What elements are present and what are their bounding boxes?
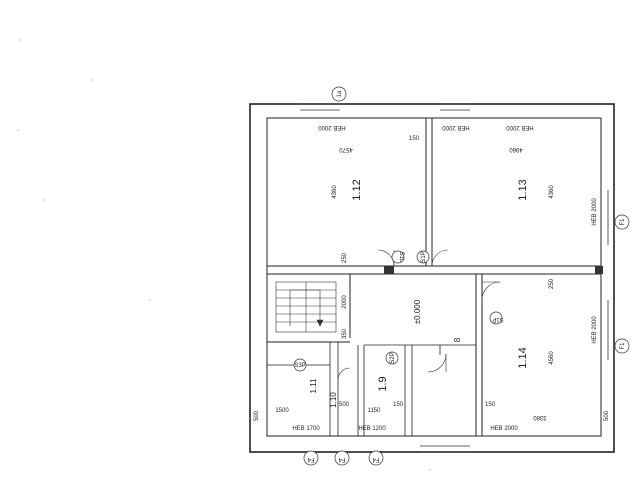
stair-number: 8: [453, 337, 462, 342]
dim-mid-150-b: 150: [485, 402, 496, 408]
beam-bottom-b: HEB 1200: [358, 426, 386, 432]
room-label-1-10: 1.10: [329, 392, 338, 408]
dim-left-1500: 1500: [275, 408, 289, 414]
beam-right-a: HEB 2000: [592, 198, 598, 226]
beam-top-b: HEB 2000: [442, 124, 470, 130]
beam-top-c: HEB 2000: [506, 124, 534, 130]
beam-labels: HEB 2000 HEB 2000 HEB 2000 HEB 2000 HEB …: [292, 124, 598, 432]
dim-top-wall-150: 150: [409, 136, 420, 142]
window-tag-f4-a: F4: [307, 456, 315, 462]
dim-right-500: 500: [604, 410, 610, 421]
axis-mark: 1a: [337, 90, 343, 97]
dim-top-right-height: 4360: [549, 185, 555, 199]
window-tag-f1-a: F1: [620, 218, 626, 226]
door-tag-s1l: S1L: [398, 252, 404, 263]
door-tag-s3p: S3P: [294, 363, 305, 369]
door-swings: [337, 249, 501, 381]
dim-bottom-right-height: 4560: [549, 351, 555, 365]
dim-mid-1150: 1150: [368, 408, 382, 414]
beam-right-b: HEB 2000: [592, 316, 598, 344]
window-markers: [303, 86, 630, 466]
dim-wall-250-a: 250: [342, 252, 348, 263]
room-label-1-11: 1.11: [309, 378, 318, 394]
beam-bottom-c: HEB 2000: [490, 426, 518, 432]
beam-top-a: HEB 2000: [318, 124, 346, 130]
dim-top-left-width: 4570: [339, 146, 353, 152]
room-labels: 1.12 1.13 1.14 1.9 1.11 1.10 ±0.000 8: [309, 179, 529, 408]
scan-specks: [17, 39, 431, 471]
dim-stair-350: 350: [342, 328, 348, 339]
window-tag-f4-b: F4: [338, 456, 346, 462]
dim-top-right-width: 4960: [509, 146, 523, 152]
beam-bottom-a: HEB 1700: [292, 426, 320, 432]
dimension-labels: 4570 4960 4360 4360 4560 3380 150 250 25…: [254, 136, 610, 421]
room-label-1-13: 1.13: [517, 179, 529, 200]
dim-left-500: 500: [254, 410, 260, 421]
window-tag-f4-c: F4: [372, 456, 380, 462]
dim-stair-2000: 2000: [342, 295, 348, 309]
door-tag-s1p-a: S1P: [421, 251, 427, 262]
level-mark: ±0.000: [413, 299, 422, 324]
room-label-1-9: 1.9: [377, 376, 389, 391]
door-tag-s2p: S2P: [390, 352, 396, 363]
door-tag-s1p-b: S1P: [492, 316, 503, 322]
room-label-1-14: 1.14: [517, 347, 529, 368]
dim-top-left-height: 4360: [332, 185, 338, 199]
dim-mid-150-a: 150: [393, 402, 404, 408]
dim-bottom-right-width: 3380: [533, 414, 547, 420]
door-markers: [293, 250, 503, 372]
tag-labels: S1L S1P S1P S2P S3P F1 F1 F4 F4 F4 1a: [294, 90, 626, 462]
window-openings: [300, 103, 615, 453]
window-tag-f1-b: F1: [620, 342, 626, 350]
staircase: [275, 281, 337, 333]
dim-corr-500: 500: [339, 402, 350, 408]
dim-wall-250-b: 250: [549, 278, 555, 289]
room-label-1-12: 1.12: [351, 179, 363, 200]
